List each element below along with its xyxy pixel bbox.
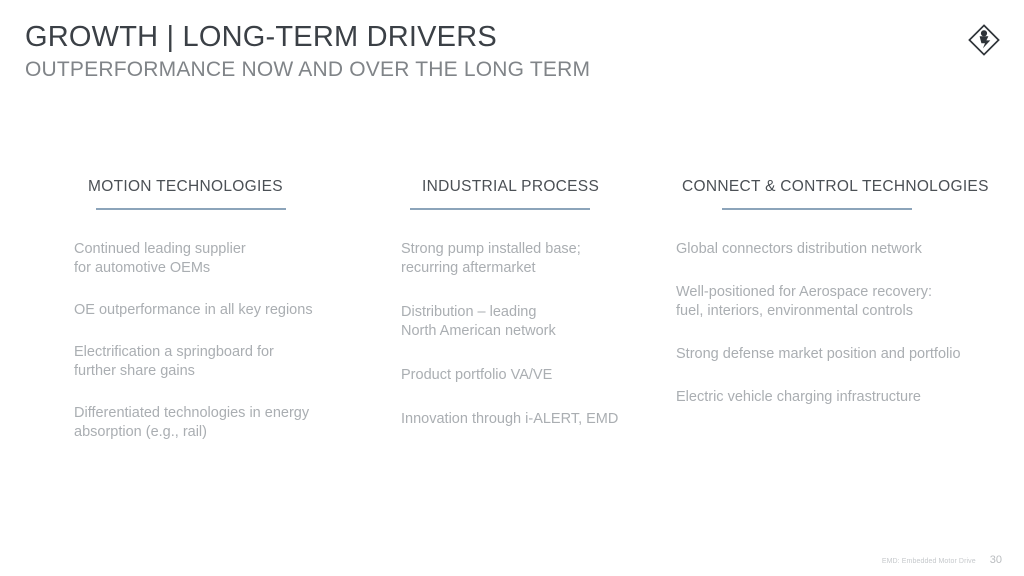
column-rule-industrial-process [410,208,590,210]
list-item: Well-positioned for Aerospace recovery: … [676,284,933,319]
list-item: Strong defense market position and portf… [676,346,961,362]
content-columns: MOTION TECHNOLOGIES Continued leading su… [0,178,1024,508]
column-connect-control-technologies: CONNECT & CONTROL TECHNOLOGIES Global co… [666,178,989,431]
column-body-industrial-process: Strong pump installed base; recurring af… [392,240,662,429]
column-body-motion-technologies: Continued leading supplier for automotiv… [60,240,360,442]
page-title: GROWTH | LONG-TERM DRIVERS [25,21,497,53]
column-heading-industrial-process: INDUSTRIAL PROCESS [422,178,600,195]
list-item: OE outperformance in all key regions [74,302,313,318]
itt-diamond-logo-icon [966,22,1002,58]
list-item: Product portfolio VA/VE [401,367,553,383]
page-number: 30 [989,554,1002,566]
column-heading-connect-control-technologies: CONNECT & CONTROL TECHNOLOGIES [682,178,989,195]
column-heading-motion-technologies: MOTION TECHNOLOGIES [88,178,283,195]
slide-header: GROWTH | LONG-TERM DRIVERS OUTPERFORMANC… [25,20,925,82]
column-motion-technologies: MOTION TECHNOLOGIES Continued leading su… [60,178,360,465]
slide-footer: EMD: Embedded Motor Drive 30 [882,554,1002,566]
list-item: Strong pump installed base; recurring af… [401,241,581,276]
list-item: Differentiated technologies in energy ab… [74,405,310,440]
column-industrial-process: INDUSTRIAL PROCESS Strong pump installed… [392,178,662,454]
list-item: Innovation through i-ALERT, EMD [401,411,619,427]
page-subtitle: OUTPERFORMANCE NOW AND OVER THE LONG TER… [25,58,591,81]
list-item: Electric vehicle charging infrastructure [676,389,921,405]
list-item: Global connectors distribution network [676,241,922,257]
list-item: Electrification a springboard for furthe… [74,344,274,379]
footnote-abbreviation: EMD: Embedded Motor Drive [881,558,976,565]
list-item: Distribution – leading North American ne… [401,304,556,339]
list-item: Continued leading supplier for automotiv… [74,241,246,276]
column-body-connect-control-technologies: Global connectors distribution network W… [666,240,986,407]
column-rule-motion-technologies [96,208,286,210]
column-rule-connect-control-technologies [722,208,912,210]
